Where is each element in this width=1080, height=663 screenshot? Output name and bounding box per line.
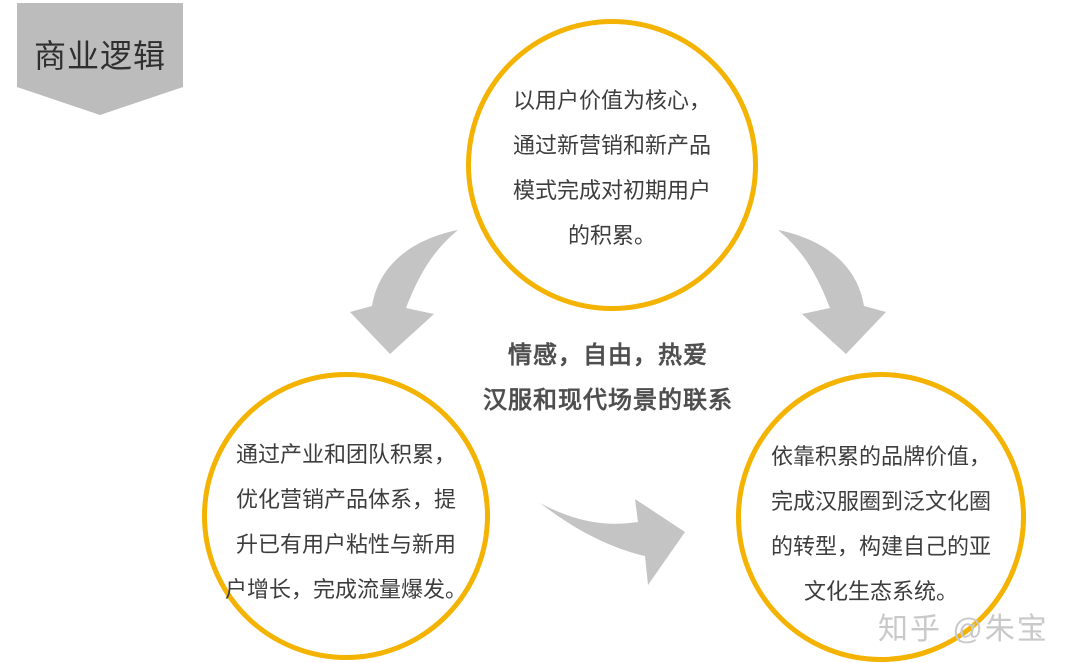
circle-text-line: 依靠积累的品牌价值， [770,444,991,469]
circle-text-line: 的积累。 [567,223,656,248]
circle-traffic-explosion: 通过产业和团队积累， 优化营销产品体系，提 升已有用户粘性与新用 户增长，完成流… [202,372,490,660]
circle-text-line: 户增长，完成流量爆发。 [224,577,467,602]
arrow-bottom-left-to-bottom-right-icon [540,499,685,585]
circle-text-line: 文化生态系统。 [803,579,958,604]
center-theme-text: 情感，自由，热爱 汉服和现代场景的联系 [408,333,808,423]
circle-text-line: 优化营销产品体系，提 [235,487,456,512]
center-theme-line-2: 汉服和现代场景的联系 [483,387,733,414]
circle-initial-user-accumulation: 以用户价值为核心， 通过新营销和新产品 模式完成对初期用户 的积累。 [466,19,758,311]
section-banner: 商业逻辑 [17,3,183,115]
circle-text-line: 以用户价值为核心， [512,88,711,113]
circle-text-line: 模式完成对初期用户 [512,178,711,203]
circle-subculture-ecosystem: 依靠积累的品牌价值， 完成汉服圈到泛文化圈 的转型，构建自己的亚 文化生态系统。 [736,372,1026,662]
circle-text-line: 的转型，构建自己的亚 [770,534,991,559]
watermark: 知乎 @朱宝 [878,613,1049,646]
circle-text-line: 升已有用户粘性与新用 [235,532,456,557]
circle-text-line: 完成汉服圈到泛文化圈 [770,489,991,514]
circle-text-line: 通过新营销和新产品 [512,133,711,158]
banner-label: 商业逻辑 [33,38,166,74]
center-theme-line-1: 情感，自由，热爱 [508,342,708,369]
circle-text-line: 通过产业和团队积累， [235,442,456,467]
